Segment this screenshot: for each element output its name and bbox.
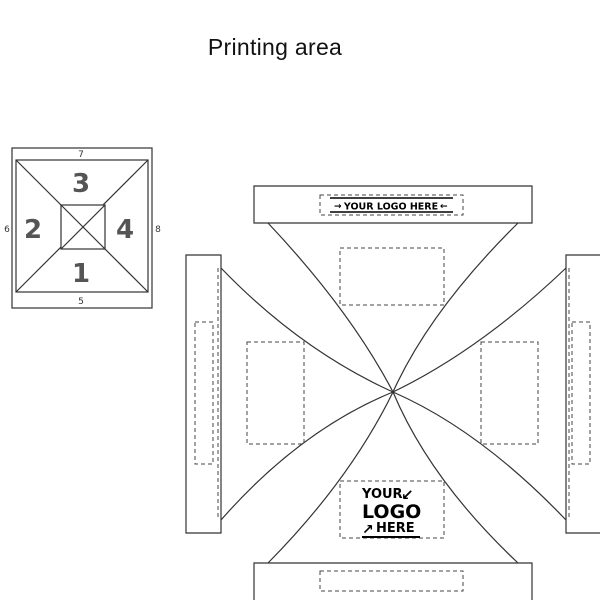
panel2-print-zone xyxy=(246,341,305,445)
logo-banner-bg xyxy=(325,197,458,213)
logo-banner: → YOUR LOGO HERE ← xyxy=(325,197,458,213)
logo-banner-left-arrow: → xyxy=(334,202,342,212)
dimension-label-7: 7 xyxy=(78,150,84,160)
panel3-print-zone xyxy=(339,247,445,306)
logo-banner-right-arrow: ← xyxy=(440,202,448,212)
panel-label-3: 3 xyxy=(72,169,90,199)
canopy-net: → YOUR LOGO HERE ← YOUR ↙ LOGO ↗ HERE xyxy=(185,185,600,600)
top-print-zone xyxy=(319,194,464,216)
logo-block: YOUR ↙ LOGO ↗ HERE xyxy=(361,486,421,538)
center-diagonal-b xyxy=(60,204,106,250)
top-valance xyxy=(253,185,533,394)
page-title: Printing area xyxy=(207,34,343,60)
panel-label-4: 4 xyxy=(116,215,134,245)
left-strip-print-zone xyxy=(194,321,214,465)
outer-frame xyxy=(11,147,153,309)
logo-block-line2: LOGO xyxy=(362,501,421,523)
logo-block-arrow-down: ↙ xyxy=(401,486,414,504)
dimension-label-8: 8 xyxy=(155,225,161,235)
roof-square xyxy=(15,159,149,293)
bottom-print-zone xyxy=(319,570,464,592)
dimension-label-6: 6 xyxy=(4,225,10,235)
tent-top-view: 3 2 4 1 7 6 8 5 xyxy=(4,147,161,309)
logo-block-arrow-up: ↗ xyxy=(362,522,374,538)
logo-banner-text: YOUR LOGO HERE xyxy=(343,202,438,213)
logo-block-line3: HERE xyxy=(376,521,415,536)
right-strip-print-zone xyxy=(571,321,591,465)
logo-block-line1: YOUR xyxy=(361,487,403,502)
panel-label-2: 2 xyxy=(24,215,42,245)
panel-label-1: 1 xyxy=(72,259,90,289)
right-valance xyxy=(391,254,600,534)
dimension-label-5: 5 xyxy=(78,297,84,307)
panel4-print-zone xyxy=(480,341,539,445)
